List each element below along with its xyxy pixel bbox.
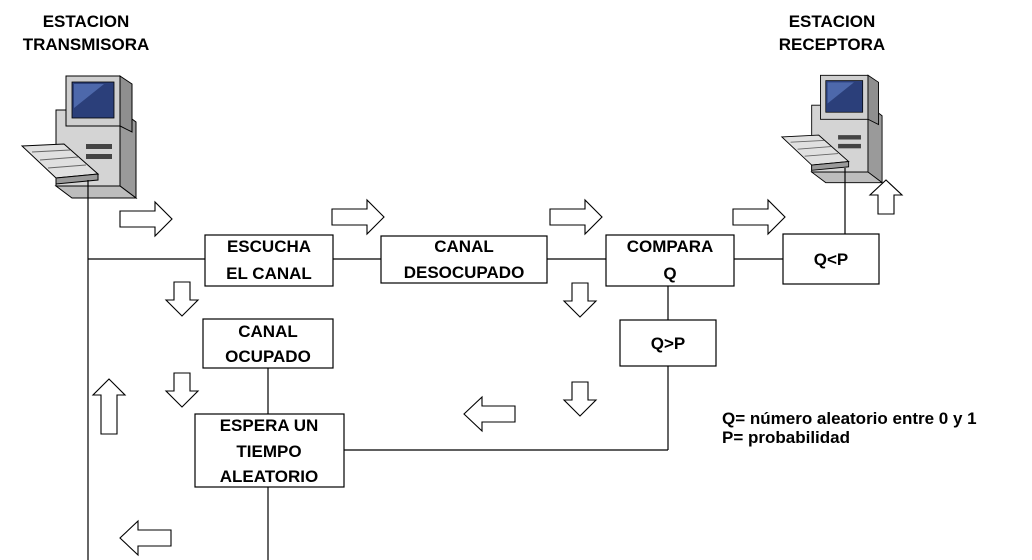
box-listen-channel: ESCUCHA EL CANAL	[204, 234, 334, 287]
arrow-up-icon	[868, 179, 904, 215]
box-qgreaterp-text: Q>P	[651, 334, 686, 353]
box-qlessp-text: Q<P	[814, 250, 849, 269]
receiver-title-line1: ESTACION	[789, 12, 876, 31]
arrow-right-icon	[549, 198, 603, 236]
box-channel-busy: CANAL OCUPADO	[202, 318, 334, 369]
arrow-down-icon	[164, 372, 200, 408]
legend-q: Q= número aleatorio entre 0 y 1	[722, 409, 977, 428]
legend-p: P= probabilidad	[722, 428, 850, 447]
box-free-line1: CANAL	[434, 237, 494, 256]
arrow-left-icon	[119, 519, 172, 557]
transmitter-title-line2: TRANSMISORA	[23, 35, 150, 54]
arrow-right-icon	[331, 198, 385, 236]
box-compare-line1: COMPARA	[627, 237, 714, 256]
connector-lines	[87, 168, 846, 560]
arrow-right-icon	[732, 198, 786, 236]
receiver-title-line2: RECEPTORA	[779, 35, 885, 54]
box-compare-line2: Q	[663, 264, 676, 283]
box-wait-line2: TIEMPO	[236, 442, 301, 461]
receiver-computer-icon	[780, 74, 884, 184]
box-wait-line1: ESPERA UN	[220, 416, 319, 435]
box-compare-q: COMPARA Q	[605, 234, 735, 287]
box-wait-line3: ALEATORIO	[220, 467, 319, 486]
arrow-down-icon	[562, 381, 598, 417]
arrow-right-icon	[119, 200, 173, 238]
arrow-up-icon	[91, 378, 127, 435]
arrow-left-icon	[463, 395, 516, 433]
arrow-down-icon	[562, 282, 598, 318]
box-free-line2: DESOCUPADO	[404, 263, 525, 282]
box-wait-random: ESPERA UN TIEMPO ALEATORIO	[194, 413, 345, 488]
box-busy-line2: OCUPADO	[225, 347, 311, 366]
box-listen-line1: ESCUCHA	[227, 237, 311, 256]
transmitter-title-line1: ESTACION	[43, 12, 130, 31]
box-channel-free: CANAL DESOCUPADO	[380, 235, 548, 284]
transmitter-computer-icon	[20, 75, 138, 199]
box-q-less-p: Q<P	[782, 233, 880, 285]
box-q-greater-p: Q>P	[619, 319, 717, 367]
box-listen-line2: EL CANAL	[226, 264, 312, 283]
arrow-down-icon	[164, 281, 200, 317]
box-busy-line1: CANAL	[238, 322, 298, 341]
